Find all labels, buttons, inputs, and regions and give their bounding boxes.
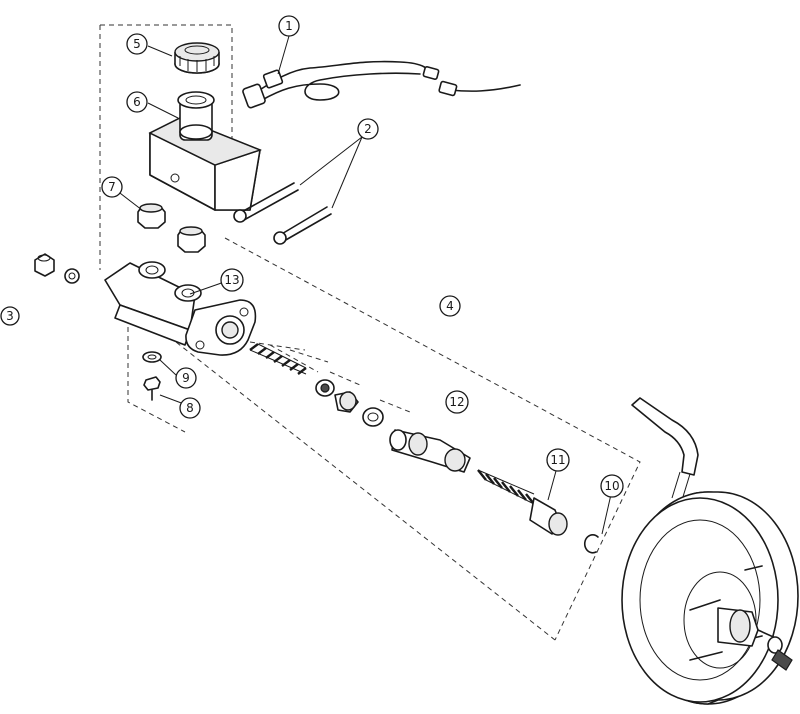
leader-lines bbox=[115, 35, 613, 535]
callout-8-label: 8 bbox=[186, 401, 194, 415]
callout-1: 1 bbox=[278, 15, 300, 37]
mounting-nut-washer bbox=[34, 253, 80, 284]
callout-6: 6 bbox=[126, 91, 148, 113]
callout-4: 4 bbox=[439, 295, 461, 317]
callout-12-label: 12 bbox=[449, 395, 464, 409]
retaining-clip-and-screw bbox=[142, 351, 162, 401]
callout-2: 2 bbox=[357, 118, 379, 140]
level-sensor-harness bbox=[242, 60, 521, 109]
secondary-piston-spring bbox=[249, 343, 307, 375]
callout-1-label: 1 bbox=[285, 19, 293, 33]
vacuum-hose bbox=[631, 397, 699, 501]
callout-3-label: 3 bbox=[6, 309, 14, 323]
callout-6-label: 6 bbox=[133, 95, 141, 109]
callout-11: 11 bbox=[546, 448, 570, 472]
callout-5-label: 5 bbox=[133, 37, 141, 51]
callout-9-label: 9 bbox=[182, 371, 190, 385]
callout-13: 13 bbox=[220, 268, 244, 292]
callout-11-label: 11 bbox=[550, 453, 565, 467]
callout-7: 7 bbox=[101, 176, 123, 198]
callout-4-label: 4 bbox=[446, 299, 454, 313]
callout-7-label: 7 bbox=[108, 180, 116, 194]
callout-13-label: 13 bbox=[224, 273, 239, 287]
callout-12: 12 bbox=[445, 390, 469, 414]
master-cylinder-body bbox=[104, 261, 257, 356]
primary-piston-assembly bbox=[477, 469, 568, 536]
spring-seat bbox=[315, 379, 335, 397]
snap-ring bbox=[583, 534, 599, 554]
callout-10-label: 10 bbox=[604, 479, 619, 493]
callout-9: 9 bbox=[175, 367, 197, 389]
reservoir-cap bbox=[174, 42, 220, 74]
callout-5: 5 bbox=[126, 33, 148, 55]
reservoir-pins bbox=[233, 182, 332, 245]
reservoir-grommets bbox=[137, 203, 206, 253]
piston-cup bbox=[334, 391, 359, 413]
group-boundary-lines bbox=[99, 24, 641, 641]
brake-booster bbox=[621, 491, 799, 705]
callout-3: 3 bbox=[0, 306, 20, 326]
callout-10: 10 bbox=[600, 474, 624, 498]
fluid-reservoir bbox=[148, 91, 263, 211]
callout-2-label: 2 bbox=[364, 122, 372, 136]
callout-8: 8 bbox=[179, 397, 201, 419]
secondary-piston bbox=[389, 429, 471, 473]
piston-seal bbox=[362, 407, 384, 427]
